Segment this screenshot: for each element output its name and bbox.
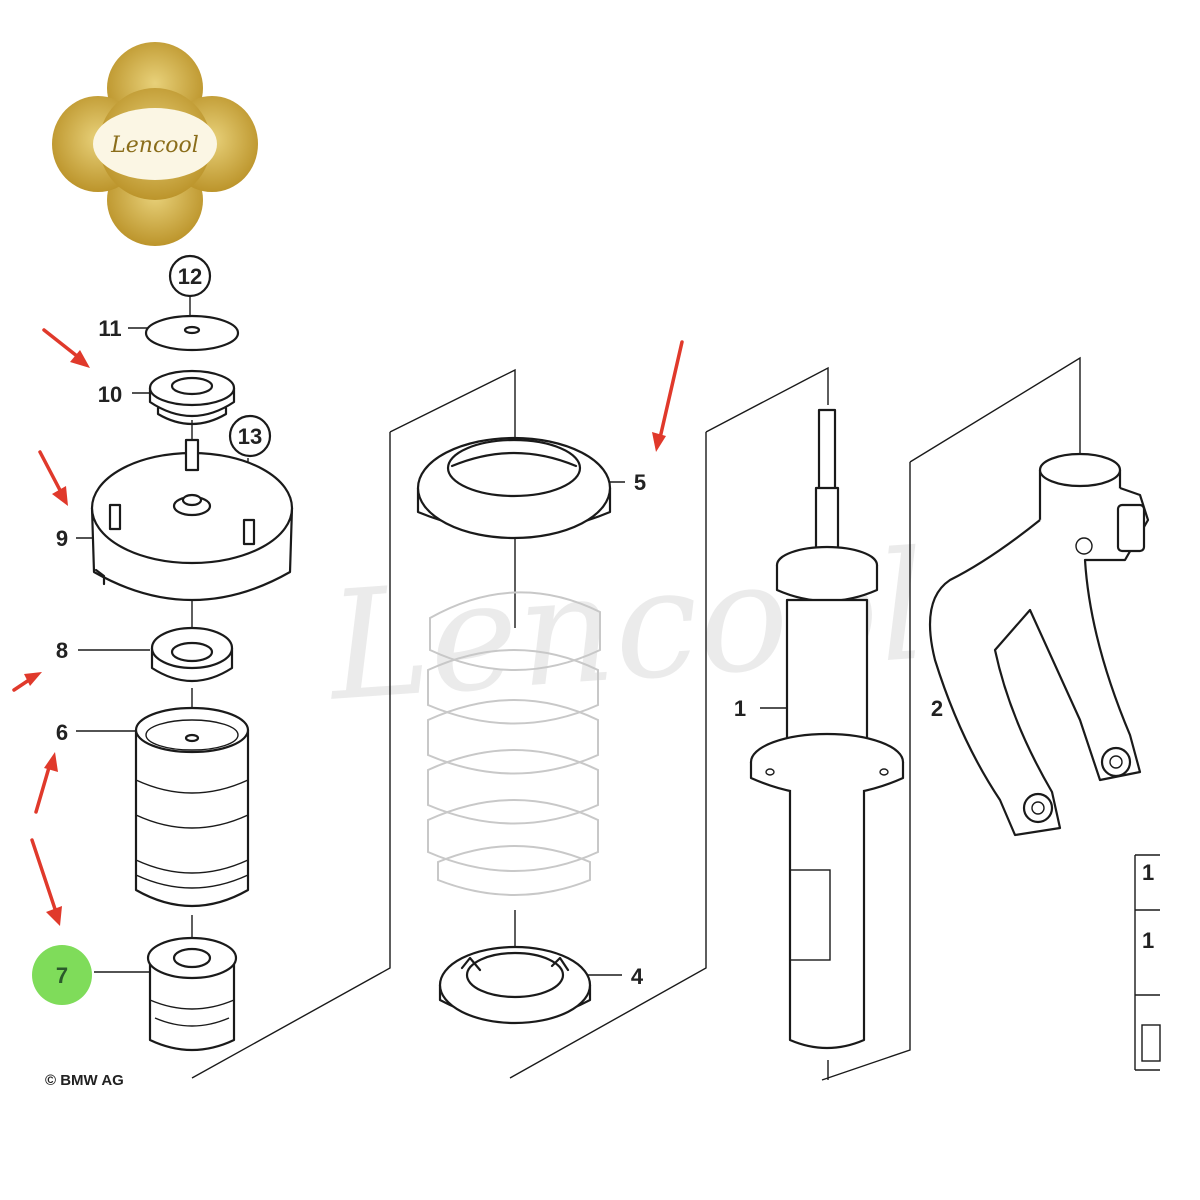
part-5-upper-spring-seat xyxy=(416,436,612,540)
arrow-to-part-7 xyxy=(30,838,62,926)
highlight-circle xyxy=(32,945,92,1005)
part-label-11: 11 xyxy=(98,316,121,341)
part-label-4: 4 xyxy=(631,964,644,989)
arrow-to-part-8 xyxy=(12,672,42,692)
part-11-washer xyxy=(144,314,240,352)
part-6-dust-boot xyxy=(134,706,250,908)
part-label-12: 12 xyxy=(178,264,202,289)
brand-logo: Lencool xyxy=(52,42,258,246)
part-label-7: 7 xyxy=(56,963,68,988)
part-label-6: 6 xyxy=(56,720,68,745)
arrow-to-part-5 xyxy=(652,340,684,452)
part-label-8: 8 xyxy=(56,638,68,663)
part-label-2: 2 xyxy=(931,696,943,721)
part-label-5: 5 xyxy=(634,470,646,495)
part-8-bump-bearing xyxy=(150,626,234,683)
part-label-9: 9 xyxy=(56,526,68,551)
part-7-bump-stop xyxy=(146,936,238,1052)
assembly-frames xyxy=(191,356,1081,1081)
red-arrows xyxy=(12,328,684,926)
side-digit-2: 1 xyxy=(1142,928,1154,953)
arrow-to-part-10 xyxy=(42,328,90,368)
part-12-marker: 12 xyxy=(168,254,212,298)
copyright-text: © BMW AG xyxy=(45,1072,124,1089)
arrow-to-part-9 xyxy=(38,450,68,506)
logo-text: Lencool xyxy=(110,133,199,158)
arrow-to-part-6 xyxy=(34,752,58,814)
coil-spring xyxy=(427,591,601,896)
part-label-10: 10 xyxy=(98,382,122,407)
part-2-steering-knuckle xyxy=(928,452,1150,837)
part-4-lower-spring-seat xyxy=(438,945,592,1025)
part-13-marker: 13 xyxy=(228,414,272,458)
part-label-13: 13 xyxy=(238,424,262,449)
part-9-strut-mount xyxy=(90,438,294,601)
side-legend: 1 1 xyxy=(1134,854,1161,1071)
side-digit-1: 1 xyxy=(1142,860,1154,885)
part-label-1: 1 xyxy=(734,696,746,721)
part-10-bearing xyxy=(148,369,236,425)
part-1-shock-absorber xyxy=(749,408,905,1050)
